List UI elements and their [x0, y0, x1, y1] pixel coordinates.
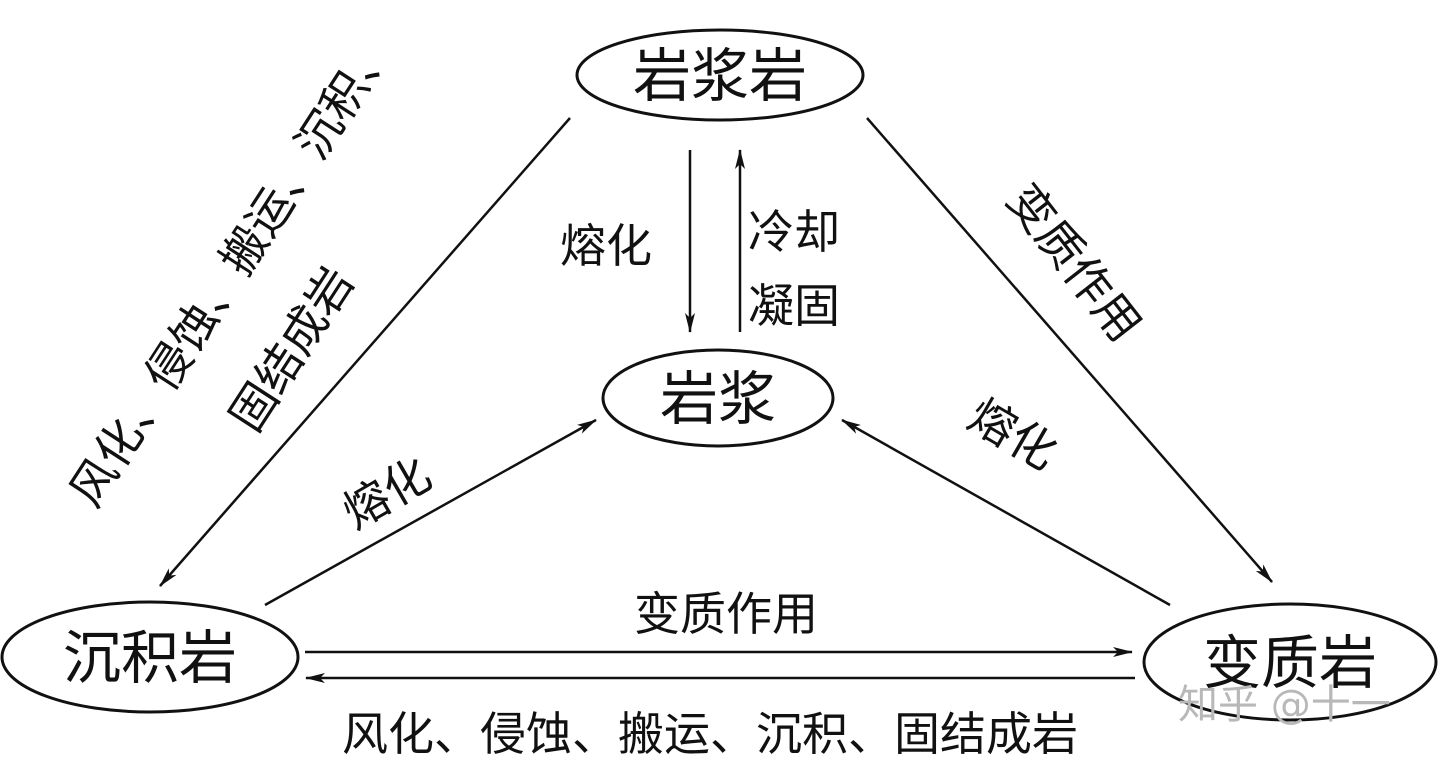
label-weathering-bottom: 风化、侵蚀、搬运、沉积、固结成岩: [342, 707, 1078, 761]
arrow-igneous-to-metamorphic: [866, 117, 1273, 583]
node-igneous-label: 岩浆岩: [633, 42, 807, 110]
node-metamorphic-label: 变质岩: [1203, 629, 1377, 697]
arrow-metamorphic-to-magma: [841, 418, 1171, 607]
node-metamorphic-rock: 变质岩: [1142, 602, 1438, 722]
node-igneous-rock: 岩浆岩: [575, 28, 865, 122]
label-metamorphism-bottom: 变质作用: [634, 587, 818, 641]
node-magma: 岩浆: [601, 348, 835, 448]
label-metamorphism-right: 变质作用: [996, 174, 1152, 352]
node-sedimentary-label: 沉积岩: [63, 624, 237, 692]
arrow-sedimentary-to-magma: [264, 418, 597, 607]
label-cool-line2: 凝固: [748, 279, 840, 333]
label-melt-metamorphic: 熔化: [960, 388, 1067, 481]
label-weathering-line1: 风化、侵蚀、搬运、沉积、: [59, 24, 405, 516]
arrow-igneous-to-sedimentary: [159, 117, 571, 587]
label-melt-sedimentary: 熔化: [334, 447, 441, 540]
watermark: 知乎 @十一: [1178, 682, 1391, 728]
node-magma-label: 岩浆: [660, 365, 776, 433]
label-melt-igneous: 熔化: [560, 219, 652, 273]
node-sedimentary-rock: 沉积岩: [0, 600, 300, 714]
label-cool-line1: 冷却: [748, 205, 840, 259]
